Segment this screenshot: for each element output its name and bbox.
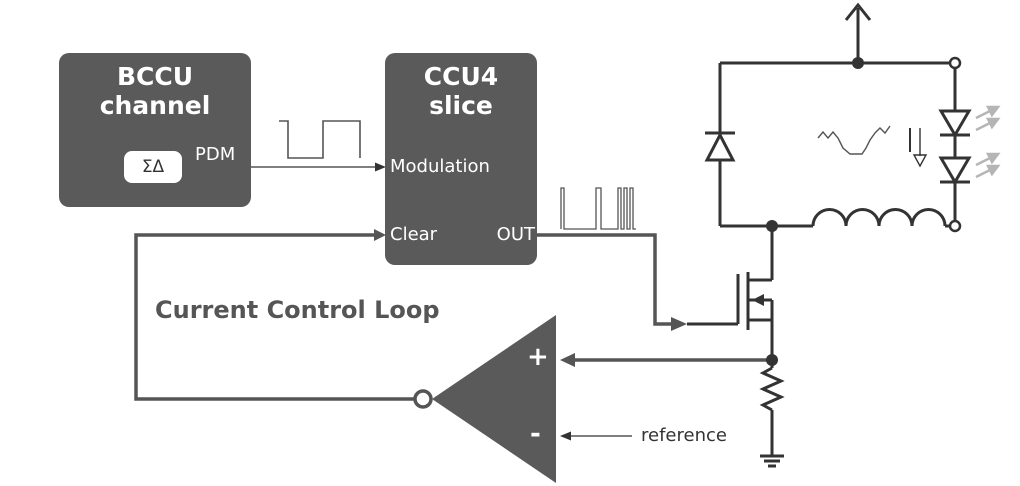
bccu-channel-block: BCCU channel ΣΔ PDM: [59, 53, 251, 207]
out-port-label: OUT: [496, 224, 535, 245]
led-glow-icon: [975, 105, 1001, 179]
feedback-loop-wire: [134, 233, 417, 401]
freewheel-diode-icon: [704, 131, 736, 162]
bccu-title-line1: BCCU: [116, 62, 194, 91]
ccu4-title-line1: CCU4: [423, 62, 499, 91]
modulation-input-arrowhead: [375, 162, 386, 172]
pdm-label: PDM: [195, 144, 236, 165]
minus-input-arrowhead: [560, 431, 571, 441]
top-right-terminal: [948, 56, 962, 70]
ripple-current-icon: [817, 125, 891, 155]
sense-resistor-icon: [759, 366, 785, 412]
pdm-waveform-icon: [279, 120, 361, 159]
supply-arrow-icon: [844, 2, 872, 21]
modulation-port-label: Modulation: [390, 156, 490, 177]
out-to-gate-wire: [537, 233, 672, 326]
led-2-icon: [938, 156, 972, 185]
loop-title: Current Control Loop: [155, 296, 440, 324]
plus-input-arrowhead: [560, 353, 575, 367]
sense-junction-dot: [766, 354, 778, 366]
gate-arrowhead: [671, 317, 687, 331]
supply-junction-dot: [852, 57, 864, 69]
ccu4-title-line2: slice: [429, 91, 493, 120]
clear-port-label: Clear: [390, 224, 438, 245]
sigma-delta-modulator: ΣΔ: [124, 151, 182, 183]
ccu4-slice-block: CCU4 slice Modulation Clear OUT: [385, 53, 537, 265]
reference-label: reference: [641, 425, 727, 446]
inductor-icon: [811, 208, 947, 227]
pwm-waveform-icon: [560, 187, 636, 230]
comparator-plus-sign: +: [527, 342, 549, 372]
current-arrow-icon: [912, 154, 928, 168]
bottom-right-terminal: [948, 219, 962, 233]
mosfet-body-arrow-icon: [752, 294, 764, 306]
bccu-title-line2: channel: [99, 91, 211, 120]
led-1-icon: [938, 109, 972, 138]
comparator-minus-sign: -: [530, 419, 541, 449]
comparator-output-bubble: [413, 389, 433, 409]
ground-icon: [760, 454, 784, 468]
comparator-icon: [432, 315, 556, 483]
clear-input-arrowhead: [374, 229, 386, 241]
